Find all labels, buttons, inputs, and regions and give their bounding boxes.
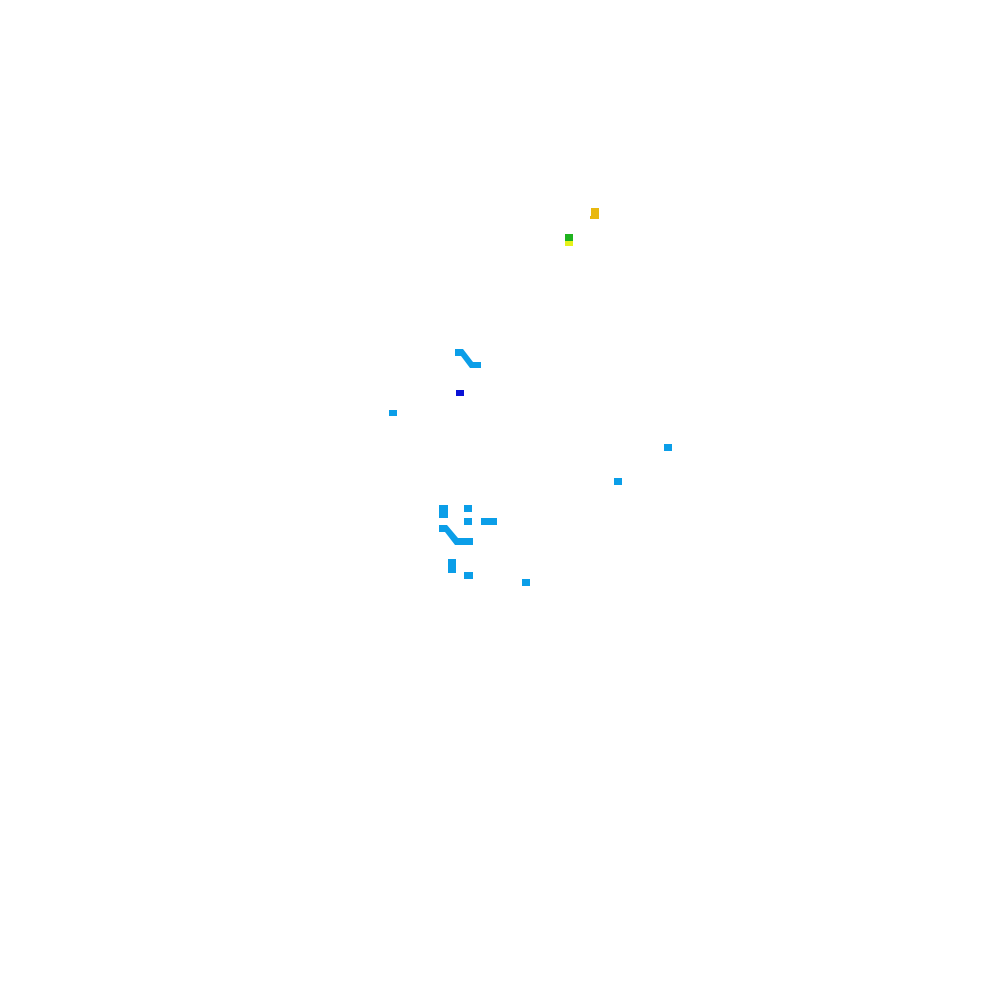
blue-bar: [481, 518, 497, 525]
blue-marker: [389, 410, 397, 416]
blue-diagonal-stroke-upper: [455, 349, 481, 368]
yellow-marker: [565, 241, 573, 246]
gold-marker-group: [590, 208, 599, 219]
green-marker: [565, 234, 573, 241]
blue-marker: [464, 518, 472, 525]
blue-marker: [464, 572, 473, 579]
blue-marker: [522, 579, 530, 586]
blue-marker: [664, 444, 672, 451]
green-yellow-marker-group: [565, 234, 573, 246]
blue-marker: [464, 505, 472, 512]
blue-marker: [614, 478, 622, 485]
blue-diagonal-stroke-lower: [439, 525, 473, 545]
blue-marker: [448, 559, 456, 573]
blue-feature-group: [389, 349, 672, 586]
gold-marker: [590, 208, 599, 219]
dark-blue-marker: [456, 390, 464, 396]
blue-marker: [439, 505, 448, 518]
